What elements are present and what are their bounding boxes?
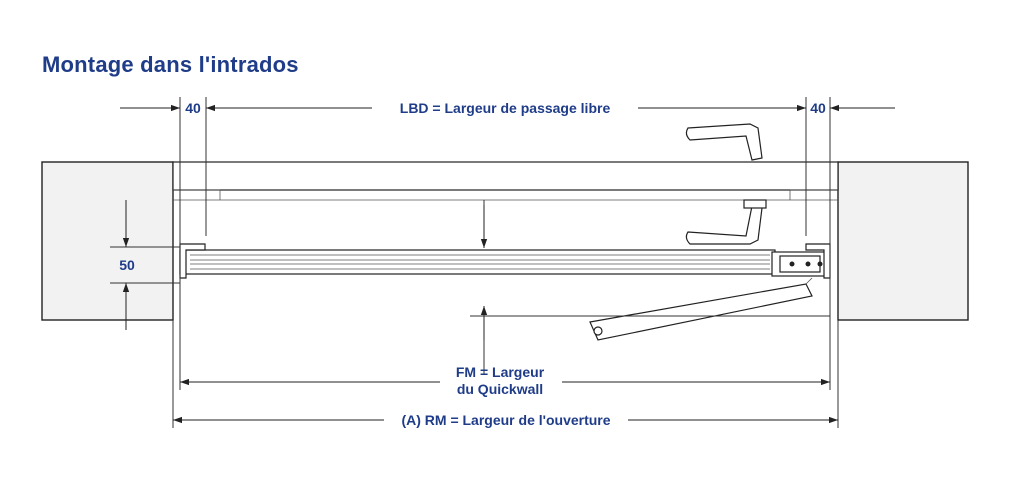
fm-label-line1: FM = Largeur: [456, 364, 545, 380]
door-leaf: [179, 243, 776, 279]
depth-label: 50: [119, 257, 135, 273]
lock-box: [771, 243, 831, 279]
lbd-label: LBD = Largeur de passage libre: [400, 100, 611, 116]
page-title: Montage dans l'intrados: [42, 52, 299, 77]
extension-lines: [110, 97, 839, 428]
left-wall: [41, 161, 174, 321]
right-wall: [837, 161, 969, 321]
rm-label: (A) RM = Largeur de l'ouverture: [401, 412, 610, 428]
right-offset-label: 40: [810, 100, 826, 116]
door-handle: [685, 123, 767, 245]
left-offset-label: 40: [185, 100, 201, 116]
top-frame: [172, 161, 839, 201]
fm-label-line2: du Quickwall: [457, 381, 543, 397]
swing-arm: [589, 277, 813, 341]
